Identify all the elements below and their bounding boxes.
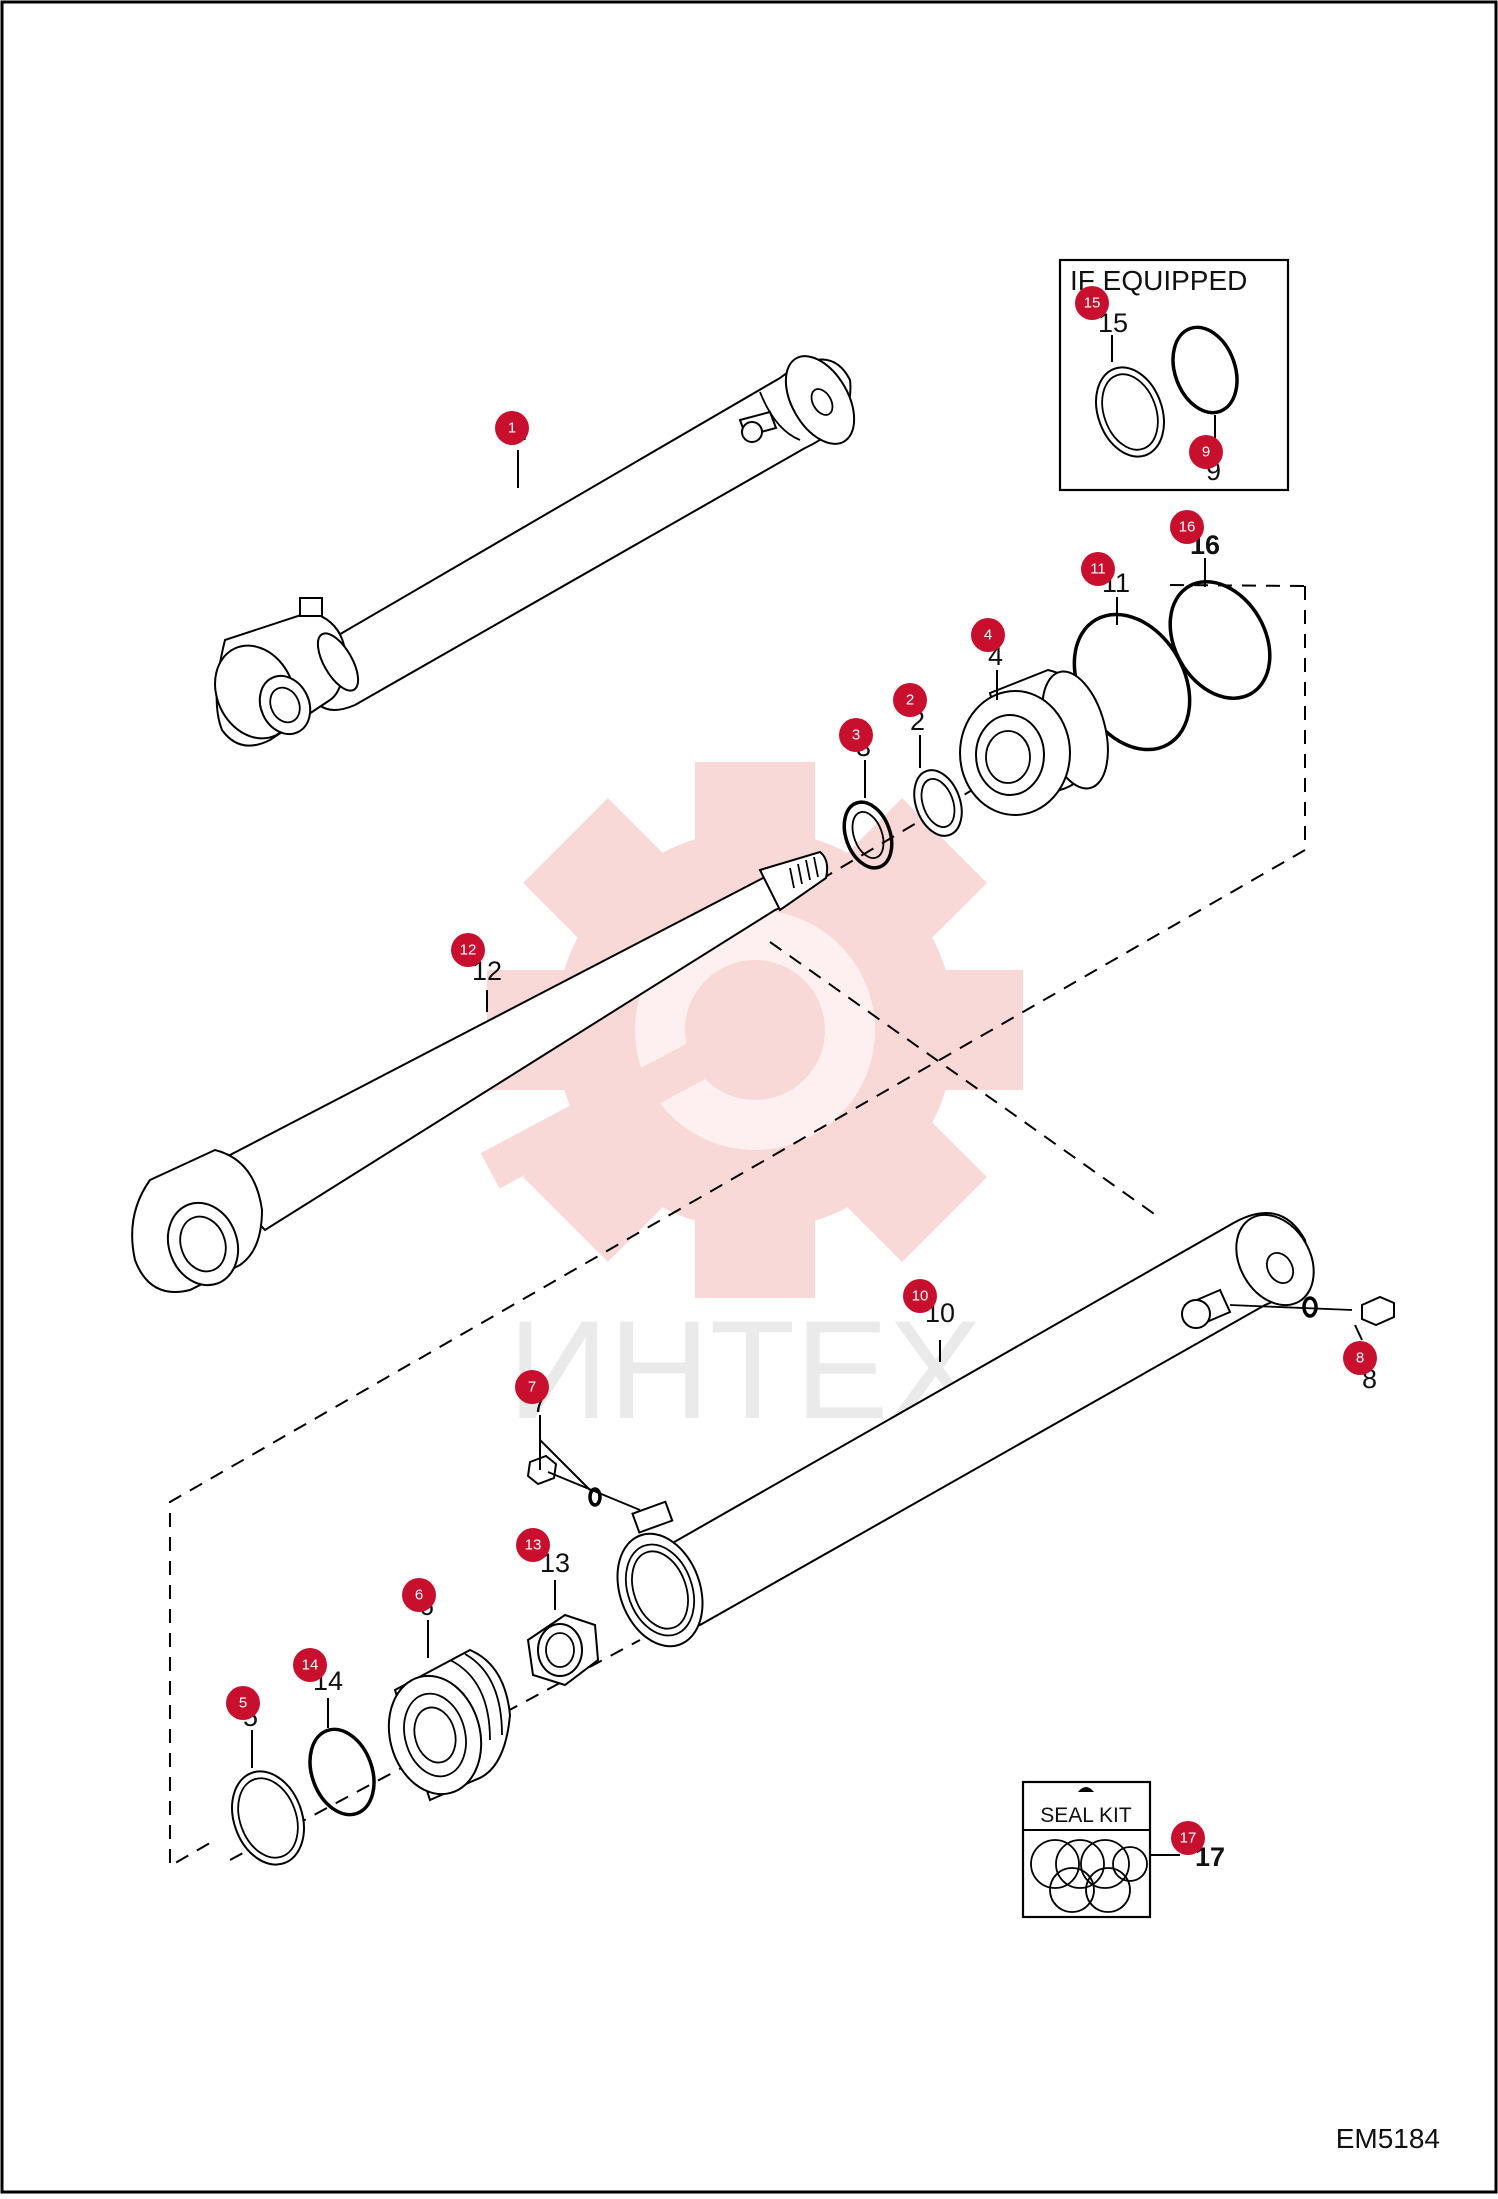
- badge-13[interactable]: 13: [516, 1528, 550, 1562]
- svg-text:9: 9: [1202, 444, 1210, 461]
- badge-11[interactable]: 11: [1081, 552, 1115, 586]
- cylinder-assembly-drawing: [214, 355, 856, 747]
- svg-text:8: 8: [1356, 1350, 1364, 1367]
- nut-part-13: [526, 1580, 600, 1687]
- badge-1[interactable]: 1: [495, 411, 529, 445]
- svg-text:5: 5: [239, 1695, 247, 1712]
- rod-part-12: [131, 850, 829, 1293]
- drawing-code: EM5184: [1336, 2123, 1440, 2154]
- svg-text:11: 11: [1090, 561, 1106, 578]
- svg-text:13: 13: [525, 1537, 542, 1554]
- badge-4[interactable]: 4: [971, 618, 1005, 652]
- svg-text:14: 14: [302, 1657, 319, 1674]
- svg-text:16: 16: [1179, 519, 1196, 536]
- badge-8[interactable]: 8: [1343, 1341, 1377, 1375]
- svg-text:3: 3: [852, 727, 860, 744]
- svg-text:17: 17: [1180, 1830, 1197, 1847]
- svg-text:4: 4: [984, 627, 992, 644]
- watermark-logo: ИНТЕХ: [480, 762, 1023, 1448]
- svg-text:6: 6: [415, 1587, 423, 1604]
- badge-16[interactable]: 16: [1170, 510, 1204, 544]
- badge-6[interactable]: 6: [402, 1578, 436, 1612]
- rings-14-5: [231, 1698, 376, 1866]
- badge-9[interactable]: 9: [1189, 435, 1223, 469]
- assembly-dashed-outline: [169, 586, 1306, 1868]
- svg-text:1: 1: [508, 420, 516, 437]
- svg-text:15: 15: [1084, 295, 1101, 312]
- badge-2[interactable]: 2: [893, 683, 927, 717]
- leader-8: [1354, 1324, 1363, 1341]
- badge-10[interactable]: 10: [903, 1279, 937, 1313]
- fitting-part-8: [1229, 1295, 1395, 1341]
- callout-badges: 1 2 3 4 5 6 7 8 9 10 11 12 13 14 15 16 1…: [226, 286, 1377, 1855]
- fitting-part-7: [526, 1415, 641, 1511]
- barrel-part-10: [616, 1212, 1315, 1648]
- gland-part-4: [959, 668, 1109, 816]
- badge-12[interactable]: 12: [451, 933, 485, 967]
- badge-14[interactable]: 14: [293, 1648, 327, 1682]
- piston-part-6: [387, 1620, 512, 1802]
- badge-7[interactable]: 7: [515, 1370, 549, 1404]
- svg-text:7: 7: [528, 1379, 536, 1396]
- badge-5[interactable]: 5: [226, 1686, 260, 1720]
- assembly-dashed-axis: [769, 941, 1161, 1219]
- seal-kit-box: SEAL KIT: [1021, 1780, 1180, 1919]
- svg-text:2: 2: [906, 692, 914, 709]
- badge-3[interactable]: 3: [839, 718, 873, 752]
- seals-2-3: [842, 735, 963, 870]
- badge-15[interactable]: 15: [1075, 286, 1109, 320]
- badge-17[interactable]: 17: [1171, 1821, 1205, 1855]
- svg-text:12: 12: [460, 942, 477, 959]
- seal-kit-label: SEAL KIT: [1040, 1804, 1132, 1827]
- svg-text:10: 10: [912, 1288, 929, 1305]
